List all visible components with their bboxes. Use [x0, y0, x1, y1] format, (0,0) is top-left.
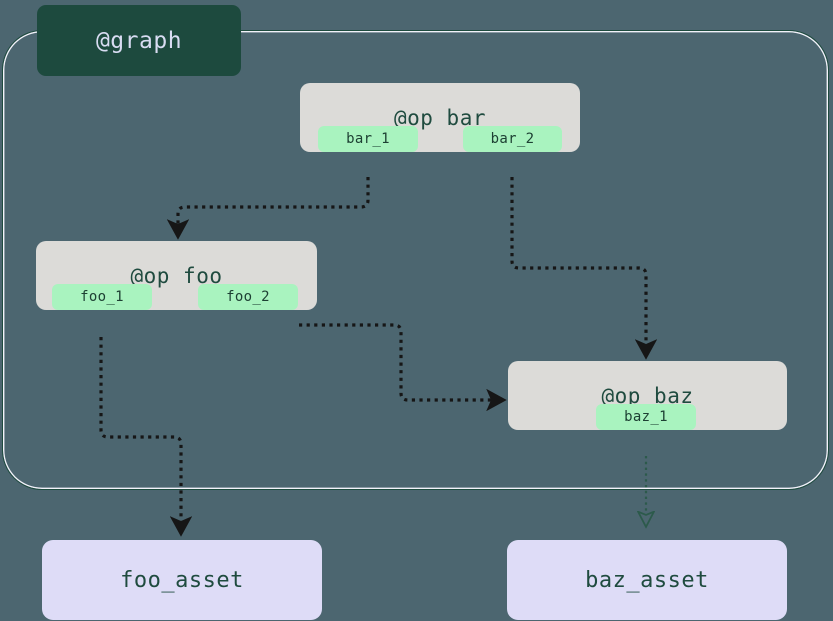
graph-cluster-boundary [2, 30, 829, 490]
graph-label-text: @graph [95, 27, 183, 54]
op-port-foo-2[interactable]: foo_2 [198, 284, 298, 310]
op-port-foo-1-label: foo_1 [80, 289, 124, 305]
op-node-baz[interactable]: @op baz baz_1 [508, 361, 787, 430]
op-node-foo-label: @op foo [130, 263, 223, 288]
op-port-baz-1-label: baz_1 [624, 409, 668, 425]
asset-node-baz-asset-label: baz_asset [585, 567, 709, 593]
op-port-bar-2[interactable]: bar_2 [463, 126, 562, 152]
op-node-baz-body[interactable]: @op baz [508, 361, 787, 430]
asset-node-foo-asset[interactable]: foo_asset [42, 540, 322, 620]
op-port-baz-1[interactable]: baz_1 [596, 404, 696, 430]
op-node-bar-label: @op bar [393, 105, 486, 130]
op-port-bar-2-label: bar_2 [490, 131, 535, 147]
op-node-baz-label: @op baz [601, 383, 694, 408]
graph-label-chip[interactable]: @graph [37, 5, 241, 76]
asset-node-foo-asset-label: foo_asset [120, 567, 244, 593]
op-node-foo[interactable]: @op foo foo_1 foo_2 [36, 241, 317, 310]
asset-node-baz-asset[interactable]: baz_asset [507, 540, 787, 620]
op-port-bar-1[interactable]: bar_1 [318, 126, 418, 152]
op-port-foo-2-label: foo_2 [226, 289, 270, 305]
op-port-foo-1[interactable]: foo_1 [52, 284, 152, 310]
op-node-bar[interactable]: @op bar bar_1 bar_2 [300, 83, 580, 152]
op-port-bar-1-label: bar_1 [346, 131, 390, 147]
